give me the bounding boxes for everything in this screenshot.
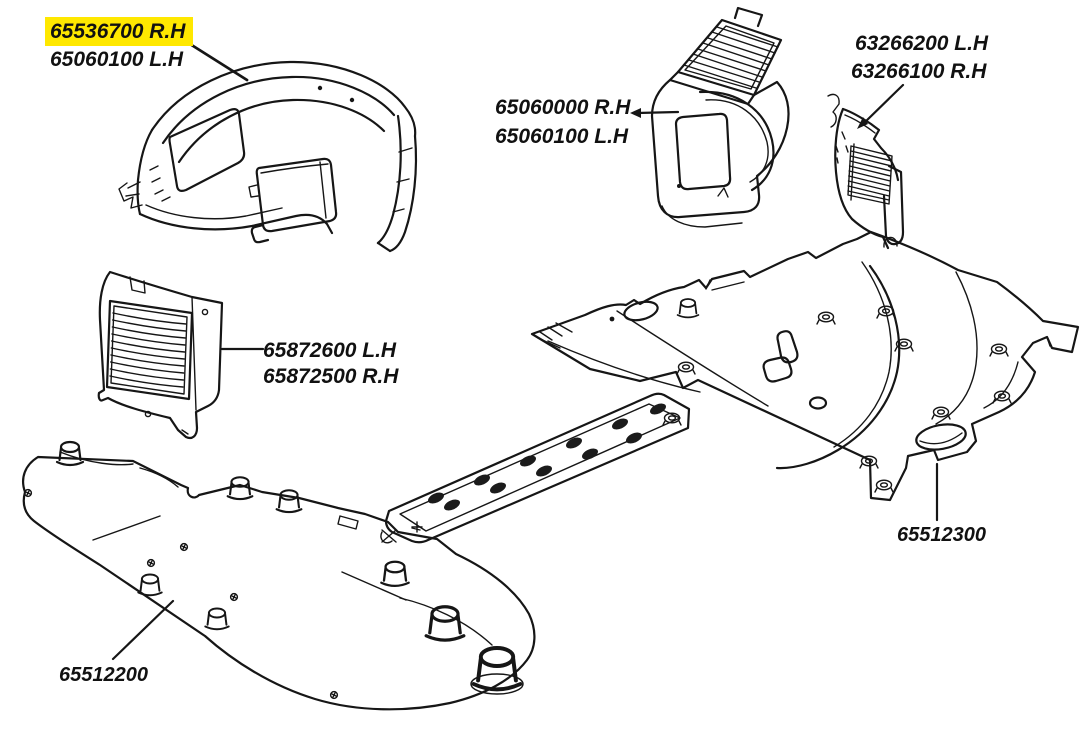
part-number-65536700-highlighted[interactable]: 65536700 R.H [45,17,194,46]
front-underbody-panel-drawing [21,440,536,711]
part-label-side-vent-panel: 63266200 L.H 63266100 R.H [851,30,988,86]
part-number-63266100[interactable]: 63266100 R.H [851,60,987,83]
side-grille-panel-drawing [97,270,224,440]
part-label-rear-wheelhouse-liner: 65060000 R.H 65060100 L.H [495,93,630,151]
part-number-65872600[interactable]: 65872600 L.H [263,339,397,362]
part-number-65512300[interactable]: 65512300 [897,524,986,546]
part-label-front-underbody-panel: 65512200 [59,662,148,689]
part-number-65060100-b[interactable]: 65060100 L.H [495,125,629,148]
center-strip-panel-drawing [381,392,691,544]
part-label-rear-underbody-panel: 65512300 [897,522,986,549]
part-label-front-wheelhouse-liner: 65536700 R.H 65060100 L.H [45,17,194,73]
part-label-side-grille-panel: 65872600 L.H 65872500 R.H [263,338,398,390]
part-number-65060000[interactable]: 65060000 R.H [495,96,631,119]
part-number-65060100[interactable]: 65060100 L.H [50,48,184,71]
part-number-65512200[interactable]: 65512200 [59,664,148,686]
rear-wheelhouse-liner-drawing [650,6,849,228]
leader-lines [111,42,939,661]
side-vent-panel-drawing [834,107,905,250]
rear-underbody-panel-drawing [530,230,1080,502]
front-wheelhouse-liner-drawing [118,60,418,253]
part-number-63266200[interactable]: 63266200 L.H [855,32,989,55]
part-number-65872500[interactable]: 65872500 R.H [263,365,399,388]
